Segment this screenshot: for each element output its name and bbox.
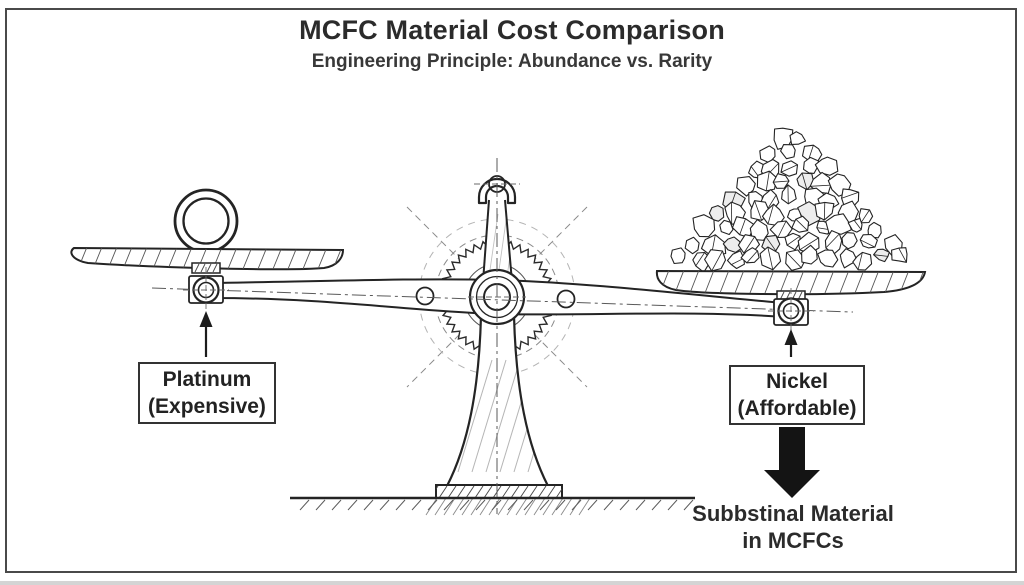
left-bracket-hatch [194, 263, 218, 273]
left-pan-assembly [70, 188, 345, 313]
down-arrow-icon [764, 427, 820, 498]
nickel-label-box: Nickel (Affordable) [729, 365, 865, 425]
ground-line [290, 484, 695, 516]
page-subtitle: Engineering Principle: Abundance vs. Rar… [311, 51, 713, 72]
platinum-label-line1: Platinum [162, 367, 252, 391]
ore-pile-icon [670, 127, 908, 273]
pointer-arrow-right-icon [784, 329, 798, 357]
pointer-arrow-left-icon [199, 311, 213, 357]
platinum-label-line2: (Expensive) [148, 395, 266, 418]
page-title: MCFC Material Cost Comparison [299, 15, 725, 45]
right-pan [655, 269, 927, 296]
nickel-label-line2: (Affordable) [737, 397, 857, 420]
caption: Subbstinal Material in MCFCs [668, 500, 918, 555]
header: MCFC Material Cost Comparison Engineerin… [0, 15, 1024, 73]
nickel-label-line1: Nickel [766, 369, 828, 393]
platinum-label-box: Platinum (Expensive) [138, 362, 276, 424]
bottom-edge-artifact [0, 581, 1024, 585]
caption-line2: in MCFCs [742, 528, 844, 554]
ground-hatch [299, 499, 694, 511]
centerlines [151, 158, 854, 514]
beam-hole [556, 289, 576, 309]
right-pan-hatch [659, 271, 925, 294]
ground-hatch-dense [425, 497, 591, 516]
right-pan-assembly [655, 127, 927, 334]
platinum-ring-icon [173, 188, 239, 254]
caption-line1: Subbstinal Material [692, 501, 894, 526]
beam-hole [415, 286, 435, 306]
